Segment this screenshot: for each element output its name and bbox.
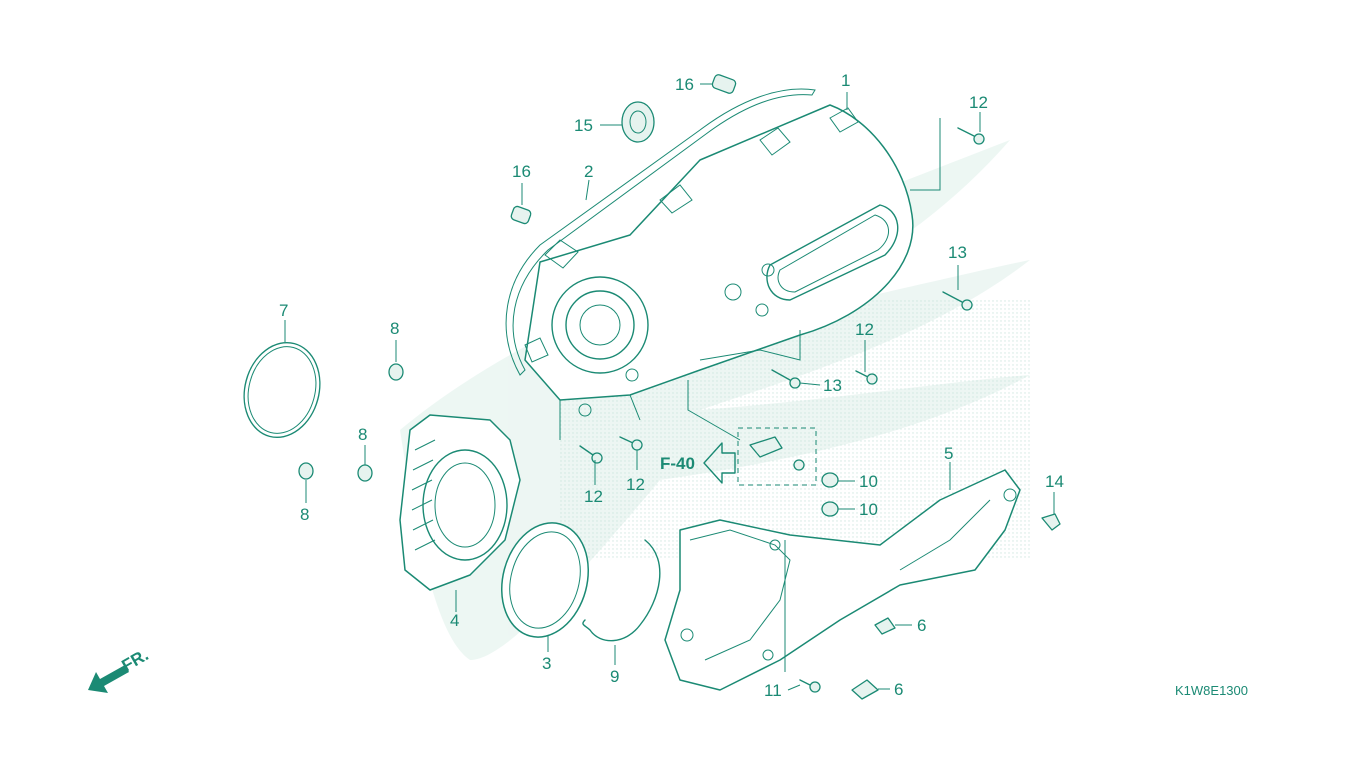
oring-7-inner <box>247 346 317 434</box>
lower-cover-5 <box>664 469 1021 691</box>
callout-8a: 8 <box>390 319 399 338</box>
reference-arrow <box>703 442 736 484</box>
callout-13a: 13 <box>948 243 967 262</box>
callout-7: 7 <box>279 301 288 320</box>
callout-8b: 8 <box>358 425 367 444</box>
callout-16b: 16 <box>512 162 531 181</box>
cover-1 <box>524 104 914 417</box>
shroud-4 <box>399 414 521 591</box>
callout-8c: 8 <box>300 505 309 524</box>
callout-16a: 16 <box>675 75 694 94</box>
oring-7 <box>243 341 321 439</box>
callout-12b: 12 <box>855 320 874 339</box>
callout-12c: 12 <box>584 487 603 506</box>
callout-1: 1 <box>841 71 850 90</box>
front-direction-arrow <box>88 665 129 693</box>
diagram-code: K1W8E1300 <box>1175 683 1248 698</box>
callout-3: 3 <box>542 654 551 673</box>
seal-3 <box>500 522 590 638</box>
callout-15: 15 <box>574 116 593 135</box>
dowel-16a <box>711 74 737 94</box>
gasket-2 <box>505 88 816 376</box>
dowel-16b <box>510 205 532 225</box>
clip-9 <box>582 539 661 642</box>
small-parts <box>298 74 1061 700</box>
callout-labels: 1 2 3 4 5 6 6 7 8 8 8 9 10 10 11 12 12 1… <box>279 71 1064 700</box>
callout-12d: 12 <box>626 475 645 494</box>
callout-13b: 13 <box>823 376 842 395</box>
reference-label: F-40 <box>660 454 695 473</box>
leader-lines <box>284 83 1055 691</box>
callout-4: 4 <box>450 611 459 630</box>
callout-10a: 10 <box>859 472 878 491</box>
callout-9: 9 <box>610 667 619 686</box>
callout-14: 14 <box>1045 472 1064 491</box>
callout-10b: 10 <box>859 500 878 519</box>
callout-6a: 6 <box>917 616 926 635</box>
callout-5: 5 <box>944 444 953 463</box>
callout-12a: 12 <box>969 93 988 112</box>
callout-6b: 6 <box>894 680 903 699</box>
callout-2: 2 <box>584 162 593 181</box>
callout-11: 11 <box>764 681 782 700</box>
